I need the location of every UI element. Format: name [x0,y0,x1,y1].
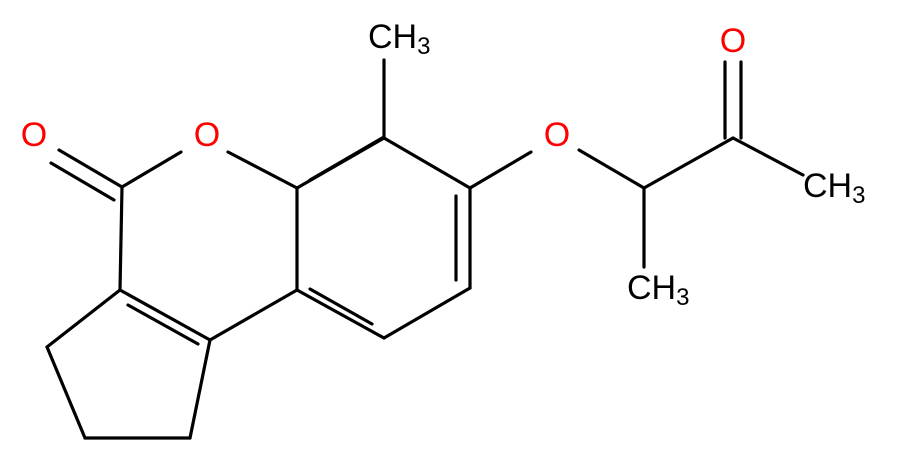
bond [382,136,472,190]
side-chain [468,60,805,269]
bond [208,288,299,342]
methyl-right-main: CH [803,167,852,205]
methyl-top-sub: 3 [417,33,430,60]
bond [120,150,183,189]
benzene-ring [295,135,472,340]
cyclopentene-ring [45,288,212,440]
bond [118,185,124,292]
bond [577,148,646,190]
methyl-top-label: CH3 [368,18,430,60]
double-bond-inner [126,303,200,346]
bond [45,345,87,440]
carbonyl-bond [57,148,124,189]
methyl-right-sub: 3 [852,182,865,209]
bond [118,288,212,342]
bond [45,288,122,349]
carbonyl-oxygen-label: O [21,116,47,154]
methyl-bottom-main: CH [627,269,676,307]
ring-oxygen-label: O [194,116,220,154]
carbonyl-bond [49,161,116,202]
ketone-oxygen-label: O [720,22,746,60]
double-bond-inner [308,287,374,326]
lactone-ring [49,148,299,342]
methyl-right-label: CH3 [803,167,865,209]
bond [468,150,533,190]
bond [226,150,299,190]
ether-oxygen-label: O [544,116,570,154]
bond [295,288,386,340]
double-bond-inner [308,135,386,182]
methyl-top-main: CH [368,18,417,56]
methyl-bottom-label: CH3 [627,269,689,311]
bond [731,136,805,177]
bond [642,136,735,190]
methyl-bottom-sub: 3 [676,284,689,311]
bond [382,286,472,340]
bond [188,338,212,440]
